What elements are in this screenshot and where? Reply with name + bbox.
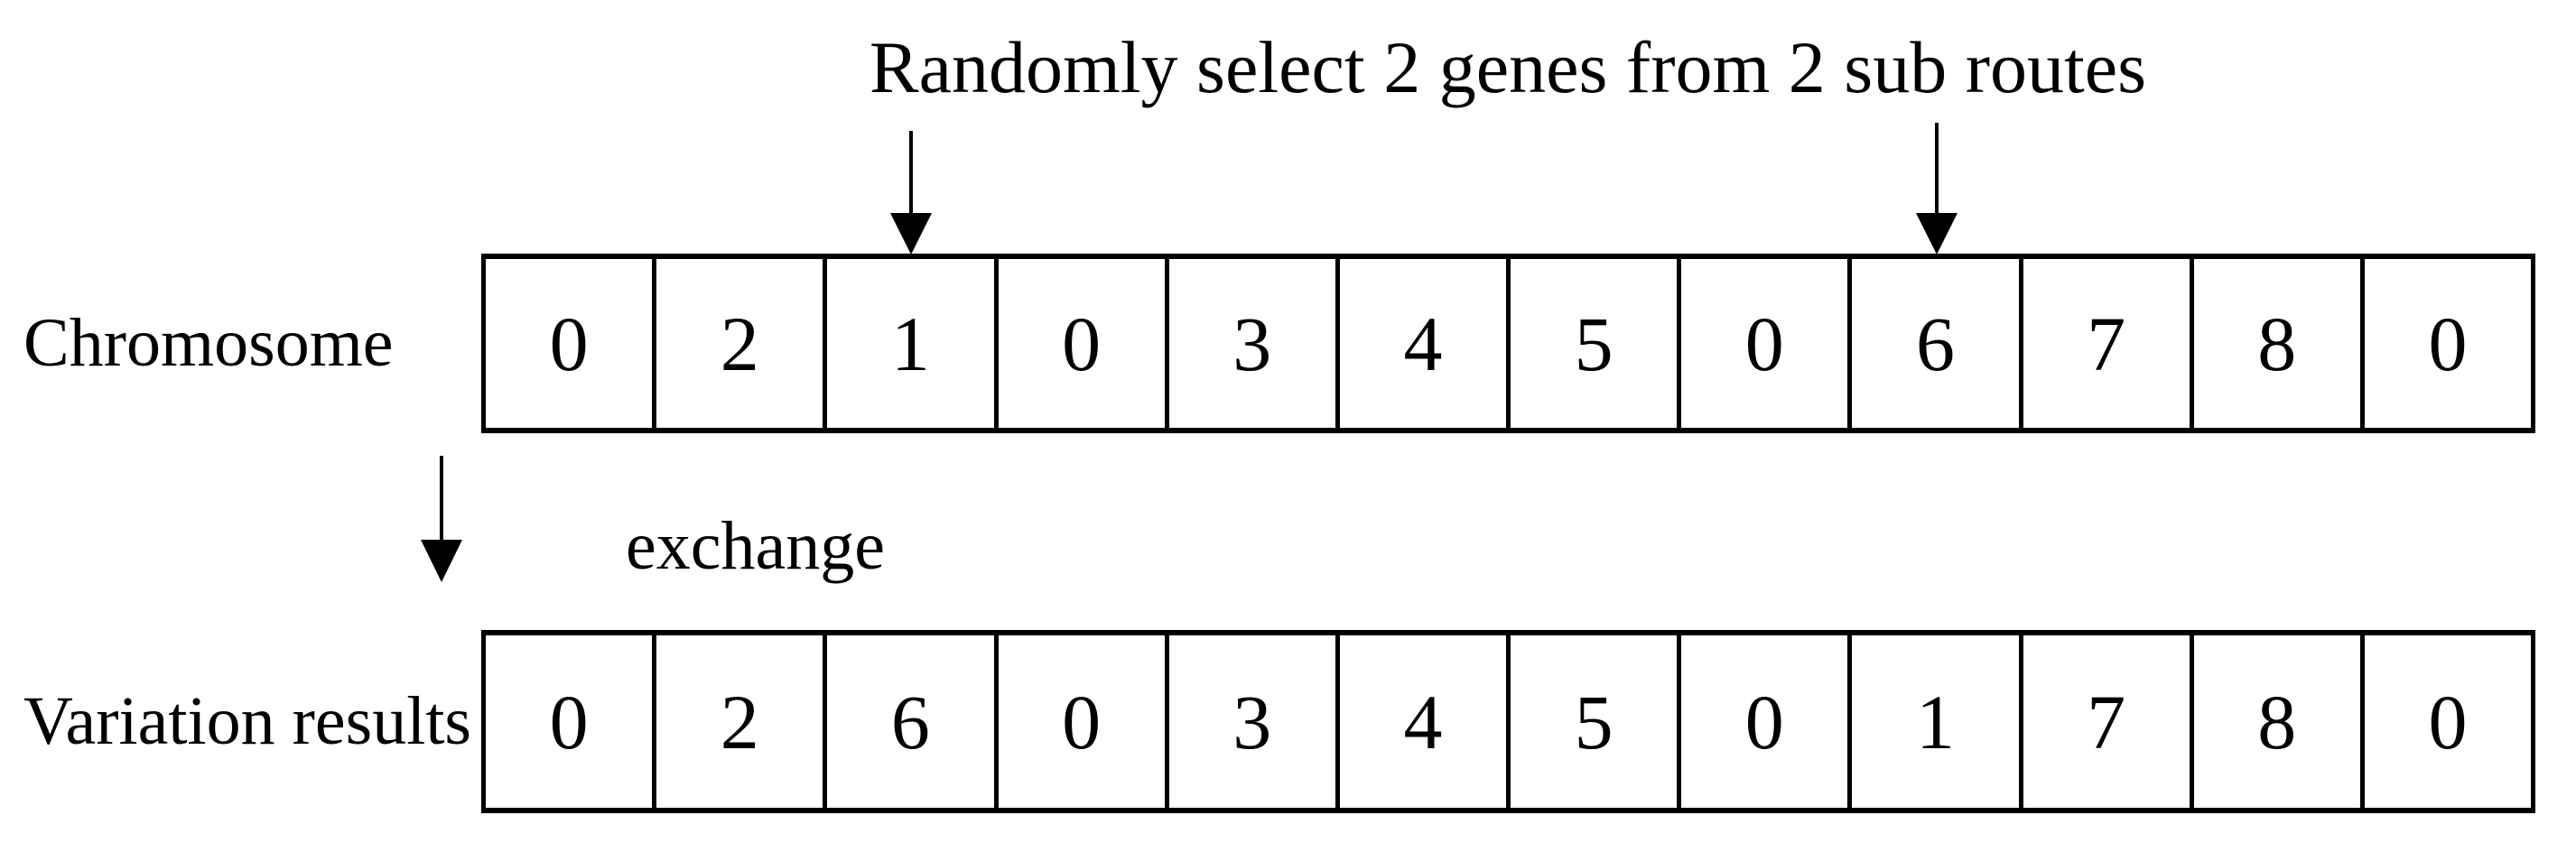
chromosome-cell: 0 [2359, 259, 2531, 428]
exchange-label: exchange [626, 508, 885, 584]
variation-results-row-label: Variation results [23, 683, 472, 759]
chromosome-cell: 2 [652, 259, 823, 428]
chromosome-row-label: Chromosome [23, 305, 394, 381]
chromosome-cell: 5 [1506, 259, 1677, 428]
variation-cell: 2 [652, 635, 823, 808]
gene-selection-arrow-2-shaft [1935, 123, 1939, 215]
variation-cell: 0 [2359, 635, 2531, 808]
variation-cell: 4 [1334, 635, 1506, 808]
chromosome-cell: 0 [549, 300, 589, 387]
variation-results-gene-row: 0 2 6 0 3 4 5 0 1 7 8 0 [481, 630, 2535, 813]
variation-cell: 0 [993, 635, 1165, 808]
down-arrow-icon [890, 213, 932, 255]
variation-cell: 0 [1677, 635, 1847, 808]
chromosome-cell: 7 [2018, 259, 2190, 428]
variation-cell-swapped: 6 [823, 635, 993, 808]
variation-cell: 8 [2189, 635, 2360, 808]
gene-selection-arrow-1-shaft [909, 131, 913, 215]
chromosome-cell: 3 [1164, 259, 1335, 428]
figure-title: Randomly select 2 genes from 2 sub route… [869, 26, 2147, 108]
chromosome-cell: 0 [993, 259, 1165, 428]
down-arrow-icon [1916, 213, 1958, 255]
chromosome-cell: 4 [1334, 259, 1506, 428]
chromosome-cell: 0 [1677, 259, 1847, 428]
variation-cell-swapped: 1 [1847, 635, 2018, 808]
chromosome-cell-selected: 1 [823, 259, 993, 428]
variation-cell: 3 [1164, 635, 1335, 808]
variation-cell: 0 [549, 678, 589, 765]
down-arrow-icon [421, 540, 462, 582]
mutation-arrow-shaft [440, 456, 443, 542]
chromosome-cell-selected: 6 [1847, 259, 2018, 428]
chromosome-gene-row: 0 2 1 0 3 4 5 0 6 7 8 0 [481, 254, 2535, 433]
chromosome-cell: 8 [2189, 259, 2360, 428]
variation-cell: 5 [1506, 635, 1677, 808]
variation-cell: 7 [2018, 635, 2190, 808]
